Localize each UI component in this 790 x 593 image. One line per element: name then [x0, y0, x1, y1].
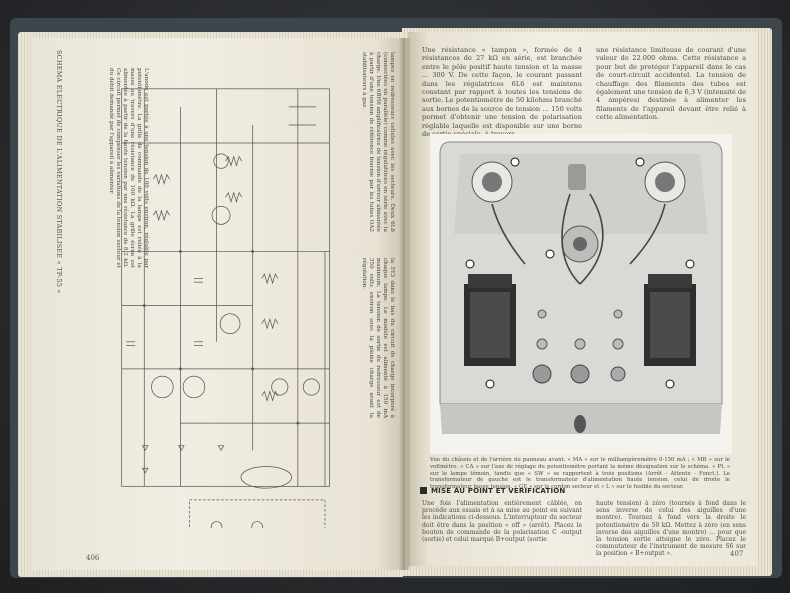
side-text-2: lampes en redresseurs cellules avec les …: [361, 52, 395, 232]
right-column-1-bottom: Une fois l'alimentation entièrement câbl…: [422, 500, 582, 544]
open-book: SCHEMA ELECTRIQUE DE L'ALIMENTATION STAB…: [10, 10, 782, 582]
photo-caption: Vue du châssis et de l'arrière du pannea…: [430, 457, 730, 491]
right-column-1-top: Une résistance « tampon », formée de 4 r…: [422, 46, 582, 139]
section-heading: MISE AU POINT ET VERIFICATION: [420, 487, 565, 495]
section-heading-text: MISE AU POINT ET VERIFICATION: [431, 487, 566, 495]
right-page-number: 407: [730, 550, 744, 558]
right-column-2-top: une résistance limiteuse de courant d'un…: [596, 46, 746, 122]
circuit-schematic: [121, 88, 330, 528]
left-page: SCHEMA ELECTRIQUE DE L'ALIMENTATION STAB…: [32, 38, 404, 570]
schematic-title: SCHEMA ELECTRIQUE DE L'ALIMENTATION STAB…: [55, 50, 63, 294]
left-page-number: 406: [86, 554, 100, 562]
chassis-photo: [430, 134, 732, 454]
book-gutter: [399, 38, 411, 570]
heading-square-icon: [420, 487, 427, 494]
side-text-3: la 5Y3 dans le bas du circuit de charge …: [361, 258, 395, 418]
right-page: Une résistance « tampon », formée de 4 r…: [408, 32, 758, 566]
right-column-2-bottom: haute tension) à zéro (tournés à fond da…: [596, 500, 746, 558]
